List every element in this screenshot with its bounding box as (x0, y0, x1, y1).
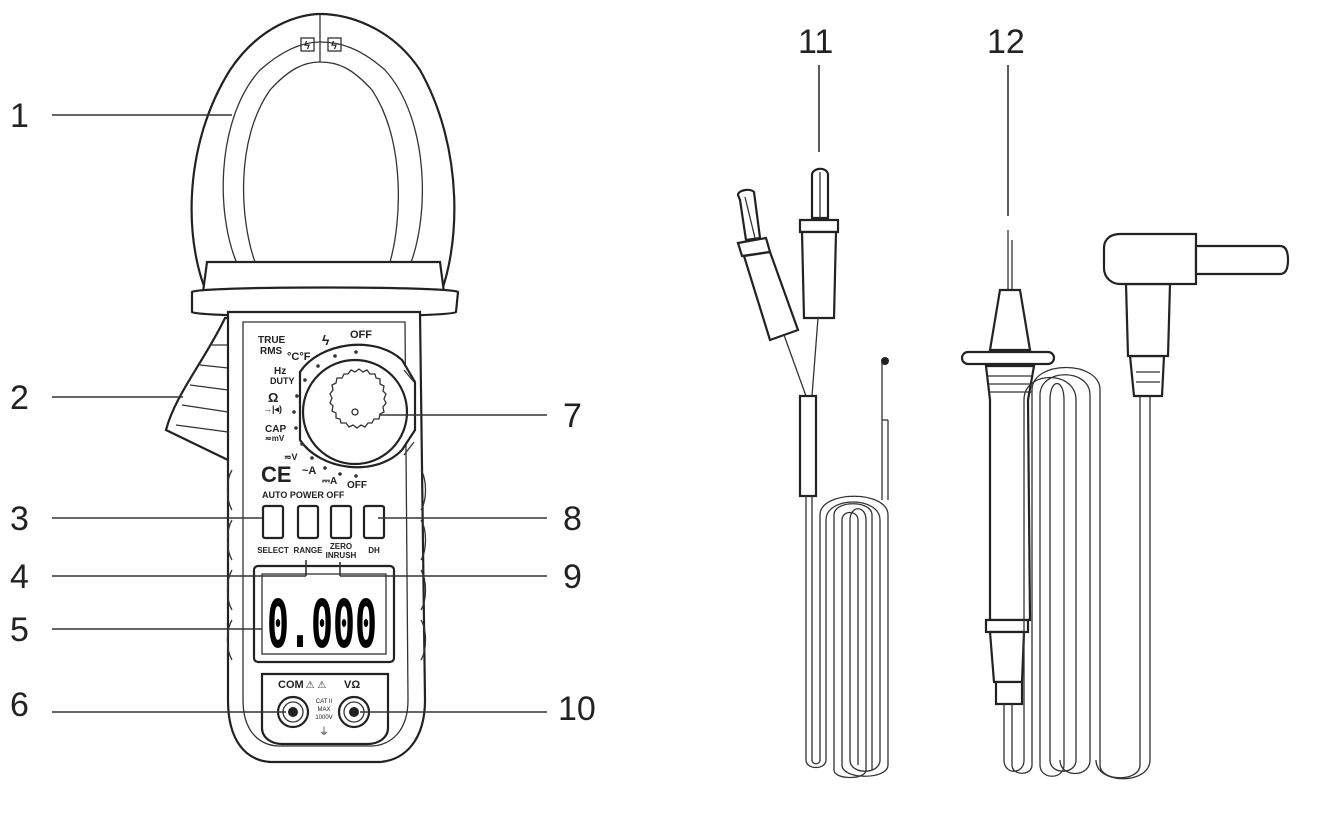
callout-10: 10 (558, 690, 596, 728)
clamp-jaw (190, 12, 456, 302)
ohm-label: Ω (268, 390, 278, 405)
callout-6: 6 (10, 686, 29, 724)
clamp-opening (242, 61, 399, 263)
cap-label: CAP (265, 424, 286, 435)
svg-text:ϟ: ϟ (331, 40, 337, 52)
select-button-label: SELECT (257, 546, 289, 555)
off-bottom-label: OFF (347, 480, 367, 491)
ce-mark: CE (261, 462, 292, 487)
off-top-label: OFF (350, 329, 372, 341)
rms-label: RMS (260, 346, 283, 357)
vohm-label: VΩ (344, 679, 360, 691)
lcd-reading: 0.000 (267, 586, 377, 663)
ac-a-label: ~A (302, 465, 316, 477)
lightning-icon: ϟ (322, 332, 330, 348)
svg-text:ϟ: ϟ (304, 40, 310, 52)
com-label: COM (278, 679, 304, 691)
callout-3: 3 (10, 500, 29, 538)
auto-power-off-label: AUTO POWER OFF (262, 490, 345, 500)
callout-lines (52, 65, 1009, 713)
thermocouple-probe (736, 167, 889, 779)
callout-numbers: 1 2 3 4 5 6 7 8 9 10 11 12 (10, 23, 1025, 728)
callout-12: 12 (987, 23, 1025, 61)
ground-icon: ⏚ (319, 726, 329, 738)
clamp-trigger (164, 316, 234, 462)
diode-label: →|◂) (263, 404, 282, 414)
knob-grip-ridges (329, 368, 387, 429)
vohm-jack[interactable] (337, 695, 371, 729)
lcd-display-frame (252, 564, 396, 664)
callout-9: 9 (563, 558, 582, 596)
callout-2: 2 (10, 379, 29, 417)
rotary-selector-knob[interactable] (298, 343, 417, 469)
temp-label: °C°F (287, 351, 311, 363)
finger-guard (960, 350, 1056, 366)
test-lead (960, 230, 1290, 780)
cat-label: CAT II (316, 699, 333, 705)
warning-icon: ⚠ ⚠ (306, 680, 327, 691)
zero-inrush-button[interactable] (329, 504, 353, 540)
probe-tip-dot (881, 357, 889, 365)
callout-7: 7 (563, 397, 582, 435)
range-button[interactable] (296, 504, 320, 540)
dc-a-label: ⎓A (322, 476, 337, 487)
max-label: MAX (317, 707, 330, 713)
v-label: ≂V (284, 452, 298, 462)
hz-label: Hz (274, 366, 286, 377)
range-button-label: RANGE (294, 546, 324, 555)
mv-label: ≂mV (265, 434, 285, 443)
inrush-button-label: INRUSH (326, 551, 357, 560)
callout-4: 4 (10, 558, 29, 596)
callout-11: 11 (798, 23, 833, 61)
volts-label: 1000V (315, 715, 332, 721)
clamp-meter: ϟ ϟ TRUE RMS °C°F ϟ OFF Hz DUTY Ω →|◂) C… (164, 12, 460, 764)
zero-button-label: ZERO (330, 542, 352, 551)
callout-8: 8 (563, 500, 582, 538)
callout-1: 1 (10, 97, 29, 135)
true-rms-label: TRUE (258, 335, 286, 346)
dial-position-dots (292, 350, 358, 478)
callout-5: 5 (10, 611, 29, 649)
dh-button[interactable] (362, 504, 386, 540)
select-button[interactable] (261, 504, 285, 540)
duty-label: DUTY (270, 376, 295, 386)
dh-button-label: DH (368, 546, 380, 555)
